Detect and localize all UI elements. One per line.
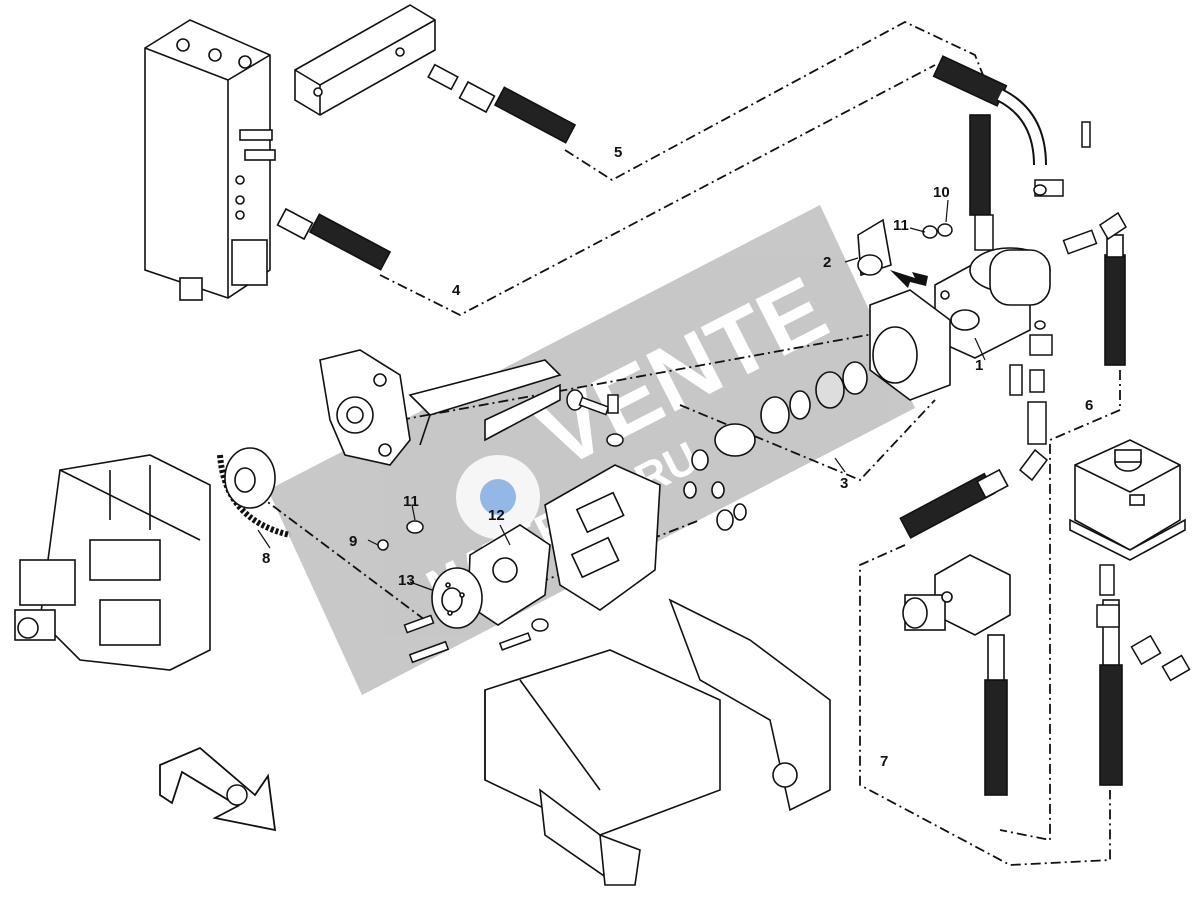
hose-6-assembly — [1104, 234, 1126, 366]
callout-4: 4 — [452, 282, 461, 299]
callout-1: 1 — [975, 357, 983, 374]
engine-partial — [319, 349, 411, 466]
callouts: 1 2 3 4 5 6 7 8 9 10 11 11 12 13 — [262, 144, 1093, 770]
hydraulic-pump — [934, 247, 1051, 359]
manifold-bar — [294, 4, 436, 116]
right-fittings — [1096, 564, 1191, 682]
route-hose-5 — [564, 20, 986, 182]
route-hose-6 — [999, 370, 1121, 842]
callout-11-lower: 11 — [403, 493, 419, 510]
lower-pulley-13 — [431, 567, 483, 629]
callout-3: 3 — [840, 475, 848, 492]
callout-11-upper: 11 — [893, 217, 909, 234]
drive-adapter-parts — [683, 361, 868, 531]
reservoir-housing — [1069, 439, 1186, 561]
watermark-logo-core — [480, 479, 516, 515]
drive-adapter-housing — [869, 289, 951, 401]
hydraulic-pump-block — [14, 454, 211, 671]
watermark-banner — [268, 205, 915, 695]
hose-7-assembly — [899, 468, 1009, 539]
drive-belt — [217, 454, 291, 538]
callout-12: 12 — [488, 507, 505, 524]
callout-leaders — [257, 199, 986, 591]
upper-pulley — [224, 447, 276, 509]
hose-lower-left — [984, 634, 1008, 796]
hose-4-assembly — [276, 207, 392, 271]
callout-7: 7 — [880, 753, 888, 770]
callout-9: 9 — [349, 533, 357, 550]
gasket-kit — [857, 218, 892, 277]
route-hose-7 — [859, 544, 1111, 866]
callout-8: 8 — [262, 550, 270, 567]
hose-5-assembly — [427, 63, 577, 144]
callout-10: 10 — [933, 184, 950, 201]
callout-6: 6 — [1085, 397, 1093, 414]
route-pump-to-bracket — [399, 319, 951, 421]
machine-frame — [484, 598, 831, 886]
belt-guard-panel — [408, 359, 562, 446]
valve-block-housing — [144, 19, 276, 301]
fasteners — [377, 184, 1047, 664]
callout-5: 5 — [614, 144, 622, 161]
direction-arrow-pump — [890, 270, 928, 288]
callout-2: 2 — [823, 254, 831, 271]
hose-routes — [224, 20, 1121, 866]
route-bracket-to-plate — [519, 519, 701, 591]
pump-fittings — [974, 121, 1127, 482]
mounting-bracket — [467, 464, 661, 626]
callout-13: 13 — [398, 572, 415, 589]
solenoid-valve — [902, 554, 1011, 636]
hose-top-right — [932, 55, 1047, 216]
route-hose-4 — [379, 64, 936, 317]
front-direction-arrow — [159, 746, 277, 832]
